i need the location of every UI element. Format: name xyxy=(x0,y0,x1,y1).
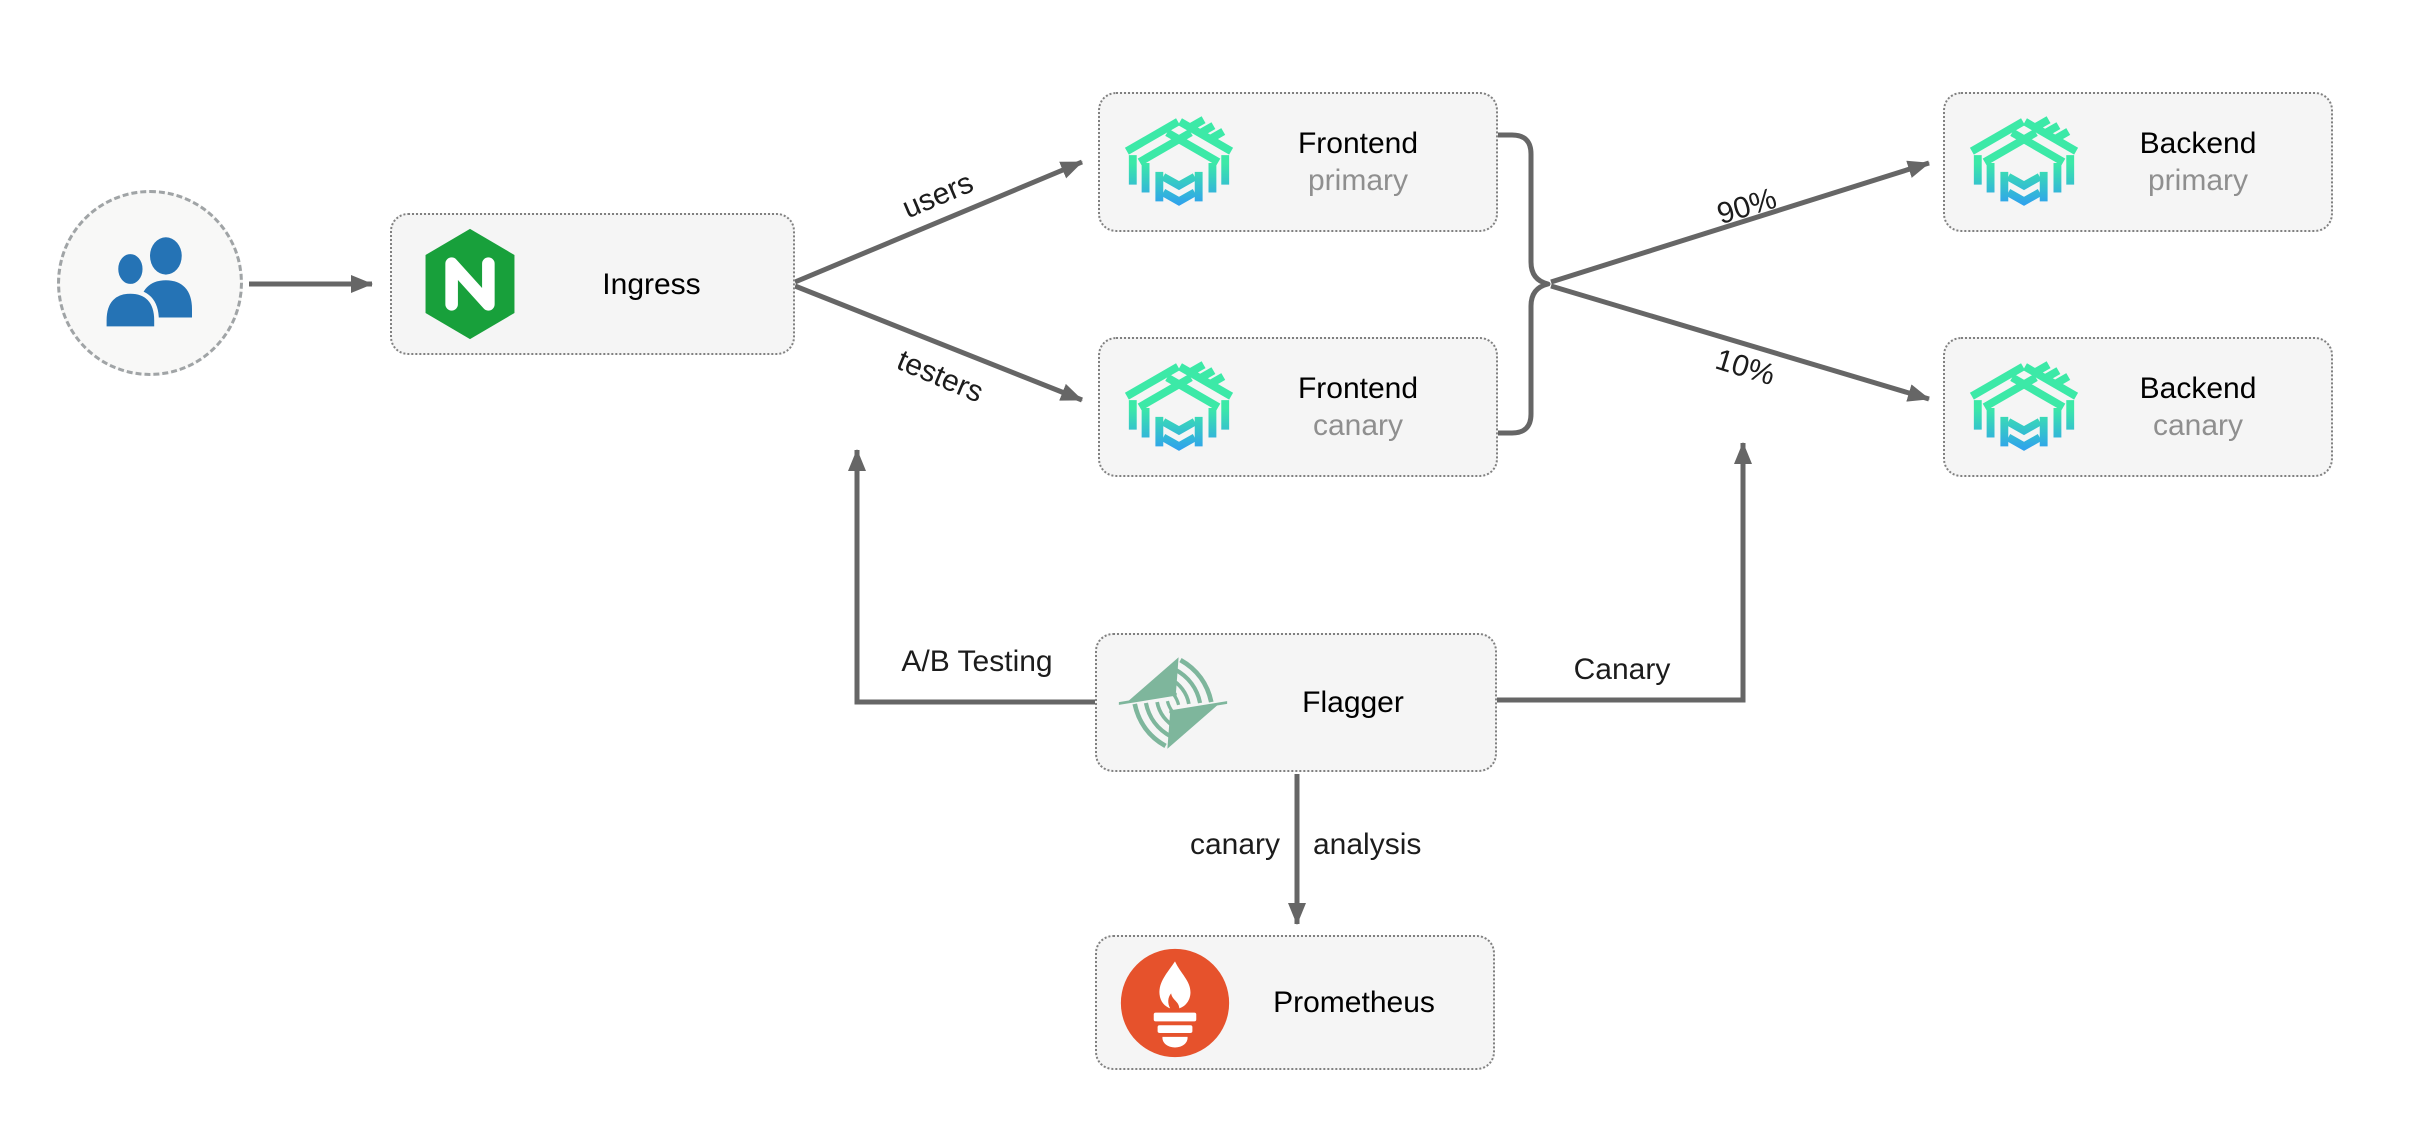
edge-label-analysis: analysis xyxy=(1313,828,1422,861)
frontends-brace xyxy=(1498,132,1551,436)
node-text: Backend primary xyxy=(2083,125,2313,199)
node-frontend-canary: Frontend canary xyxy=(1098,337,1498,477)
edge-flagger-to-ingress xyxy=(848,449,1095,705)
node-prometheus: Prometheus xyxy=(1095,935,1495,1070)
node-flagger: Flagger xyxy=(1095,633,1497,772)
flagger-icon xyxy=(1117,647,1229,759)
node-backend-primary: Backend primary xyxy=(1943,92,2333,232)
node-title: Backend xyxy=(2139,127,2257,160)
node-frontend-primary: Frontend primary xyxy=(1098,92,1498,232)
node-text: Frontend canary xyxy=(1238,370,1478,444)
node-subtitle: primary xyxy=(2147,164,2248,197)
podinfo-icon xyxy=(1965,103,2083,221)
node-subtitle: canary xyxy=(1312,409,1404,442)
node-text: Backend canary xyxy=(2083,370,2313,444)
users-icon xyxy=(101,237,192,332)
node-title: Frontend xyxy=(1297,372,1419,405)
nginx-icon xyxy=(412,226,528,342)
node-title: Flagger xyxy=(1302,686,1404,719)
podinfo-icon xyxy=(1120,348,1238,466)
node-title: Backend xyxy=(2139,372,2257,405)
edge-label-canary: canary xyxy=(1189,828,1280,861)
edge-ingress-to-frontend-primary xyxy=(794,159,1083,285)
node-text: Ingress xyxy=(528,266,775,303)
node-text: Frontend primary xyxy=(1238,125,1478,199)
node-subtitle: canary xyxy=(2152,409,2244,442)
edge-frontends-to-backend-canary xyxy=(1550,283,1930,402)
node-ingress: Ingress xyxy=(390,213,795,355)
node-text: Prometheus xyxy=(1233,984,1475,1021)
edge-label-ab-testing: A/B Testing xyxy=(901,645,1053,678)
edge-label-canary-route: Canary xyxy=(1573,653,1671,686)
node-backend-canary: Backend canary xyxy=(1943,337,2333,477)
podinfo-icon xyxy=(1120,103,1238,221)
edge-frontends-to-backend-primary xyxy=(1550,160,1930,285)
node-title: Prometheus xyxy=(1273,986,1435,1019)
node-title: Frontend xyxy=(1297,127,1419,160)
node-title: Ingress xyxy=(602,267,701,301)
edge-flagger-to-backends xyxy=(1497,442,1752,703)
node-text: Flagger xyxy=(1229,684,1477,721)
edge-ingress-to-frontend-canary xyxy=(794,283,1083,403)
node-users xyxy=(57,190,243,376)
podinfo-icon xyxy=(1965,348,2083,466)
node-subtitle: primary xyxy=(1307,164,1408,197)
prometheus-icon xyxy=(1117,945,1233,1061)
